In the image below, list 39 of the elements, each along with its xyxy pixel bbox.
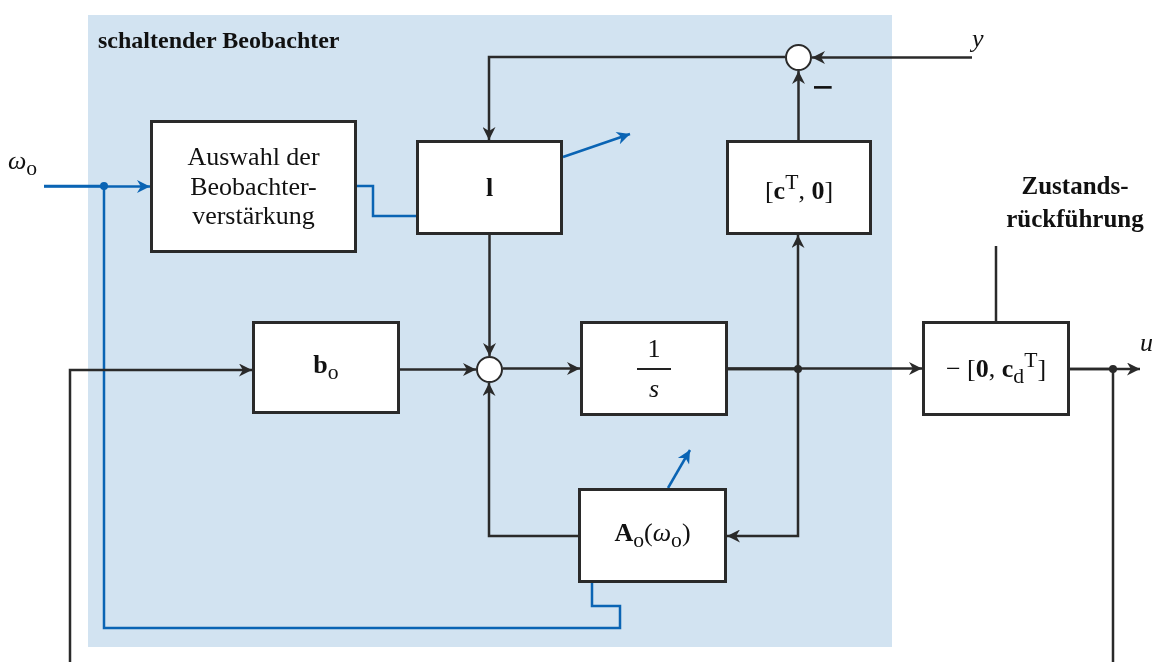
signal-arrow <box>482 383 578 538</box>
observer-region <box>88 15 892 647</box>
transfer-block <box>726 140 872 235</box>
leader-line <box>994 246 998 321</box>
signal-arrow <box>812 51 972 64</box>
block-label: 1 <box>647 333 661 364</box>
transfer-block <box>416 140 563 235</box>
signal-arrow <box>483 235 496 356</box>
region-title: schaltender Beobachter <box>98 27 340 54</box>
block-label: [c$^{T}$, 0] <box>764 169 834 206</box>
signal-arrow <box>68 363 252 662</box>
connector-line <box>357 184 416 218</box>
signal-arrow <box>727 367 800 543</box>
signal-label: y <box>972 24 994 60</box>
signal-arrow <box>792 71 805 140</box>
signal-arrow <box>400 363 476 376</box>
annotation-label: Zustands-rückführung <box>990 170 1160 246</box>
transfer-block <box>252 321 400 414</box>
transfer-block <box>922 321 1070 416</box>
transfer-block <box>580 321 728 416</box>
block-label: Auswahl der Beobachter-verstärkung <box>186 141 321 232</box>
signal-label: u <box>1140 328 1166 372</box>
connector-line <box>1070 367 1115 662</box>
signal-arrow <box>728 362 922 375</box>
block-label: − [0, c$_{d}$$^{T}$] <box>945 348 1047 389</box>
block-label: A$_{o}$(ω$_{o}$) <box>614 517 691 554</box>
transfer-block <box>578 488 727 583</box>
signal-label: ω$_{o}$ <box>8 146 44 190</box>
block-label: b$_{o}$ <box>313 349 339 386</box>
block-label: s <box>648 373 660 404</box>
signal-arrow <box>482 55 785 140</box>
block-label: l <box>485 172 494 203</box>
signal-arrow <box>503 362 580 375</box>
connector-line <box>44 184 622 630</box>
minus-sign: − <box>812 70 834 104</box>
transfer-block <box>150 120 357 253</box>
signal-arrow <box>44 180 150 193</box>
summing-junction <box>785 44 812 71</box>
summing-junction <box>476 356 503 383</box>
